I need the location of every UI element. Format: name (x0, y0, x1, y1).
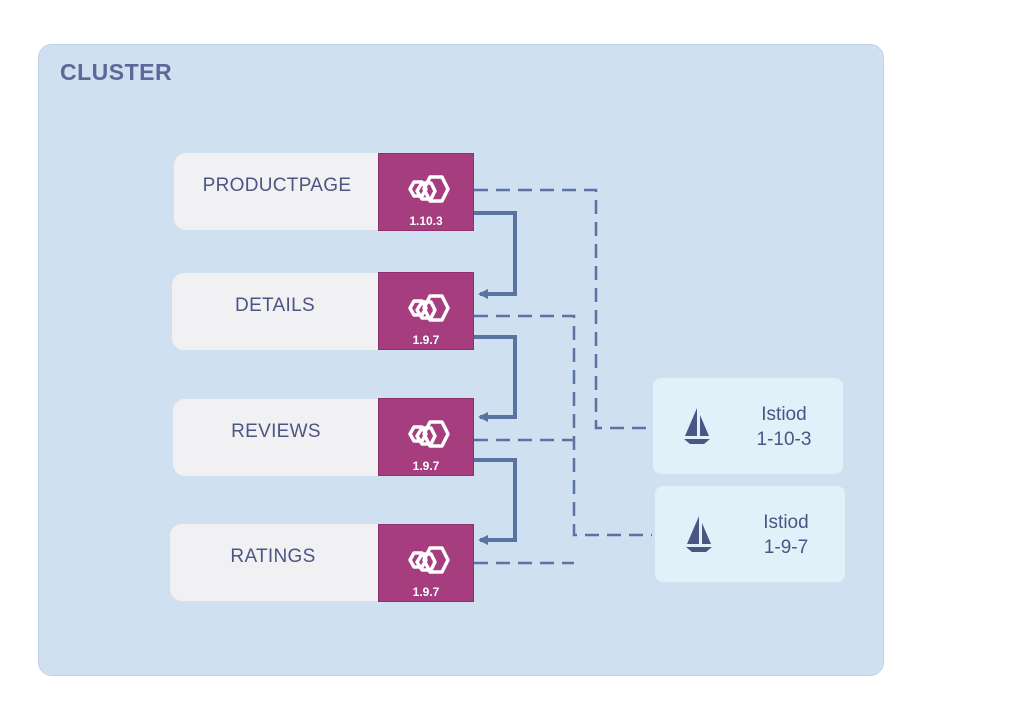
proxy-details: 1.9.7 (378, 272, 474, 350)
envoy-hexagon-icon (408, 420, 450, 448)
proxy-version-details: 1.9.7 (412, 333, 440, 347)
service-label-details: DETAILS (235, 295, 315, 316)
istiod-label: Istiod 1-10-3 (739, 402, 829, 452)
envoy-hexagon-icon (408, 546, 450, 574)
service-label-productpage: PRODUCTPAGE (202, 175, 352, 196)
istio-sail-icon (686, 516, 712, 552)
proxy-version-reviews: 1.9.7 (412, 459, 440, 473)
envoy-hexagon-icon (408, 175, 450, 203)
proxy-ratings: 1.9.7 (378, 524, 474, 602)
proxy-productpage: 1.10.3 (378, 153, 474, 231)
istiod-label: Istiod 1-9-7 (741, 510, 831, 560)
proxy-version-ratings: 1.9.7 (412, 585, 440, 599)
proxy-reviews: 1.9.7 (378, 398, 474, 476)
cluster-title: CLUSTER (60, 59, 173, 85)
istio-sail-icon (684, 408, 710, 444)
istiod-revision: 1-9-7 (763, 537, 809, 558)
proxy-version-productpage: 1.10.3 (409, 214, 443, 228)
istiod-name: Istiod (761, 404, 807, 425)
istiod-1-10-3: Istiod 1-10-3 (653, 378, 843, 474)
istiod-1-9-7: Istiod 1-9-7 (655, 486, 845, 582)
service-label-ratings: RATINGS (230, 546, 316, 567)
service-label-reviews: REVIEWS (231, 421, 321, 442)
istiod-name: Istiod (763, 512, 809, 533)
istiod-revision: 1-10-3 (756, 429, 812, 450)
envoy-hexagon-icon (408, 294, 450, 322)
